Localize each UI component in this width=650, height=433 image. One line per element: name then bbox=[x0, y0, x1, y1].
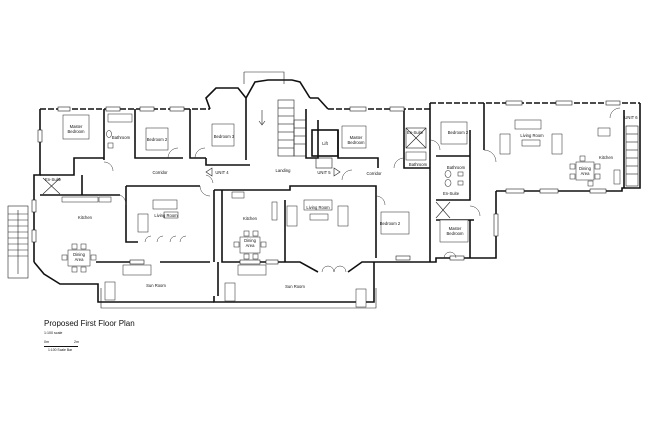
svg-text:Dining: Dining bbox=[73, 252, 86, 257]
room-label: En-Suite bbox=[407, 130, 424, 135]
furniture bbox=[42, 113, 621, 308]
room-label: Master bbox=[70, 124, 83, 129]
room-label: Sun Room bbox=[146, 283, 166, 288]
scale-bar-caption: 1:100 Scale Bar bbox=[48, 348, 73, 352]
unit6-stair bbox=[625, 125, 639, 187]
unit-label: UNIT 4 bbox=[215, 170, 229, 175]
room-label: Bedroom 2 bbox=[147, 137, 168, 142]
svg-text:Dining: Dining bbox=[244, 238, 257, 243]
room-label: Bathroom bbox=[112, 135, 131, 140]
room-label: Living Room bbox=[306, 205, 330, 210]
room-label: Bathroom bbox=[409, 162, 428, 167]
svg-text:Dining: Dining bbox=[579, 166, 592, 171]
room-label: Corridor bbox=[366, 171, 382, 176]
unit4-arrow-icon bbox=[205, 167, 213, 177]
windows bbox=[31, 100, 621, 265]
scale-bar-start: 0m bbox=[44, 340, 49, 344]
svg-text:Master: Master bbox=[350, 135, 363, 140]
room-label: Kitchen bbox=[78, 215, 93, 220]
svg-text:Bedroom: Bedroom bbox=[348, 140, 366, 145]
scale-bar-line bbox=[44, 346, 78, 347]
room-label: Bedroom 2 bbox=[448, 130, 469, 135]
unit5-arrow-icon bbox=[333, 167, 341, 177]
scale-bar-end: 2m bbox=[74, 340, 79, 344]
svg-text:Master: Master bbox=[70, 124, 83, 129]
external-stair bbox=[7, 205, 29, 279]
svg-text:Area: Area bbox=[75, 257, 85, 262]
svg-text:Bedroom: Bedroom bbox=[447, 231, 465, 236]
room-label: Kitchen bbox=[599, 155, 614, 160]
doors bbox=[103, 107, 621, 273]
room-label: En-Suite bbox=[443, 191, 460, 196]
scale-note: 1:100 scale bbox=[44, 331, 63, 335]
unit-label: UNIT 5 bbox=[317, 170, 331, 175]
room-label: Bedroom 3 bbox=[214, 134, 235, 139]
room-label: Sun Room bbox=[285, 284, 305, 289]
room-label: En-Suite bbox=[45, 177, 62, 182]
room-label: Landing bbox=[276, 168, 292, 173]
room-labels: Master Bedroom Bathroom Bedroom 2 En-Sui… bbox=[45, 115, 638, 289]
room-label: Kitchen bbox=[243, 216, 258, 221]
room-label: Lift bbox=[322, 141, 328, 146]
svg-text:Master: Master bbox=[449, 226, 462, 231]
central-stair bbox=[258, 99, 307, 157]
svg-text:Area: Area bbox=[581, 171, 591, 176]
room-label: Living Room bbox=[154, 213, 178, 218]
svg-text:Bedroom: Bedroom bbox=[68, 129, 86, 134]
drawing-title: Proposed First Floor Plan bbox=[44, 319, 135, 328]
room-label: Living Room bbox=[520, 133, 544, 138]
room-label: Corridor bbox=[152, 170, 168, 175]
unit-label: UNIT 6 bbox=[624, 115, 638, 120]
svg-text:Area: Area bbox=[246, 243, 256, 248]
room-label: Bathroom bbox=[447, 165, 466, 170]
room-label: Bedroom 2 bbox=[380, 221, 401, 226]
